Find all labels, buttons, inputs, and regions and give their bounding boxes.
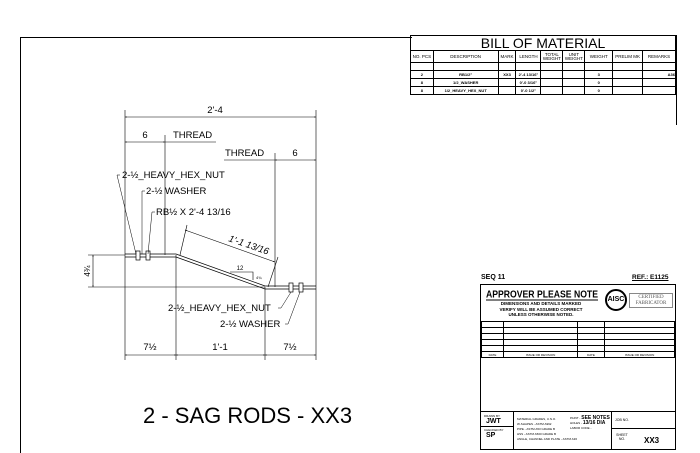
seq-label: SEQ 11 (481, 274, 506, 281)
dim-slope-length: 1'-1 13/16 (227, 233, 271, 257)
rev-header: ISSUE OR REVISION (503, 351, 578, 358)
callout-washer-top: 2-½ WASHER (146, 186, 206, 197)
nut-top-2 (145, 250, 151, 261)
col-total-weight: TOTAL WEIGHT (540, 50, 564, 63)
title-block: APPROVER PLEASE NOTE DIMENSIONS AND DETA… (480, 284, 676, 450)
job-sheet-box: JOB NO. SHEET NO. XX3 (611, 412, 676, 450)
dimension-lines (92, 116, 317, 356)
approver-heading: APPROVER PLEASE NOTE (486, 289, 598, 301)
dim-thread-left: 6 (142, 130, 147, 141)
callout-nut-bottom: 2-½_HEAVY_HEX_NUT (168, 303, 271, 314)
bill-of-material-table: BILL OF MATERIAL NO. PCS DESCRIPTION MAR… (410, 35, 676, 95)
dim-bottom-right: 7½ (283, 342, 296, 353)
holes-value: 13/16 DIA (582, 420, 606, 426)
nut-bottom-2 (298, 282, 304, 293)
thread-label-right: THREAD (225, 148, 264, 159)
sheet-border (20, 37, 412, 38)
material-grades: MATERIAL GRADES, U.N.O. W-SHAPES - ASTM … (517, 417, 578, 442)
approver-heading-box: APPROVER PLEASE NOTE (486, 289, 598, 301)
leaders (116, 174, 301, 325)
checked-by: SP (486, 432, 496, 440)
dim-drop: 4¾ (83, 265, 92, 276)
sheet-border-right (676, 35, 677, 125)
rev-header: DATE (481, 351, 504, 358)
holes-label: HOLES - (570, 421, 583, 425)
job-no-label: JOB NO. (615, 418, 630, 422)
paint-holes: PAINT - SEE NOTES HOLES - 13/16 DIA LABO… (570, 416, 610, 431)
slope-rise: 4¾ (256, 275, 262, 280)
material-line: W-SHAPES - ASTM A992 (517, 422, 552, 426)
callout-rod: RB½ X 2'-4 13/16 (156, 207, 231, 218)
checked-by-label: CHECKED BY (484, 428, 504, 433)
sheet-number: XX3 (644, 436, 660, 445)
thread-label-left: THREAD (173, 130, 212, 141)
cell (562, 86, 586, 95)
approver-line: VERIFY WILL BE ASSUMED CORRECT (499, 306, 583, 312)
rev-header: DATE (577, 351, 605, 358)
material-line: PIPE - ASTM A53 GRADE B (517, 427, 556, 431)
dim-bottom-left: 7½ (143, 342, 156, 353)
divider (480, 411, 676, 412)
callout-washer-bottom: 2-½ WASHER (220, 319, 280, 330)
nut-top-1 (135, 250, 141, 261)
drawing-title: 2 - SAG RODS - XX3 (143, 403, 352, 428)
dim-thread-right: 6 (292, 148, 297, 159)
approver-line: UNLESS OTHERWISE NOTED. (508, 312, 574, 317)
bom-title: BILL OF MATERIAL (410, 35, 676, 51)
rod (125, 250, 316, 293)
material-line: MATERIAL GRADES, U.N.O. (517, 417, 557, 421)
extension-lines (88, 110, 317, 360)
sheet-border-left (20, 37, 21, 453)
paint-label: PAINT - (570, 416, 581, 420)
nut-bottom-1 (288, 282, 294, 293)
paint-value: SEE NOTES (581, 415, 610, 421)
labor-code-label: LABOR CODE - (570, 426, 592, 430)
slope-run: 12 (237, 266, 244, 272)
material-line: HSS - ASTM A500 GRADE B (517, 432, 557, 436)
dim-overall: 2'-4 (207, 105, 223, 116)
ref-label: REF.: E1125 (632, 274, 669, 281)
cell (540, 86, 564, 95)
sheet-label: SHEET NO. (616, 433, 628, 441)
aisc-logo: AISC (605, 289, 627, 311)
bom-header-row: NO. PCS DESCRIPTION MARK LENGTH TOTAL WE… (410, 50, 676, 63)
drawn-by-label: DRAWN BY (484, 414, 501, 418)
rev-header: ISSUE OR REVISION (604, 351, 675, 358)
approver-line: DIMENSIONS AND DETAILS MARKED (500, 301, 582, 306)
drawn-checked-box: DRAWN BY JWT CHECKED BY SP (481, 412, 514, 450)
dim-bottom-mid: 1'-1 (212, 342, 228, 353)
callout-nut-top: 2-½_HEAVY_HEX_NUT (122, 170, 225, 181)
approver-text: DIMENSIONS AND DETAILS MARKED VERIFY WIL… (491, 301, 591, 318)
cell (642, 86, 676, 95)
material-line: ANGLE, CHANNEL AND PLATE - ASTM A36 (517, 437, 578, 441)
cell: 0 (584, 86, 614, 95)
drawn-by: JWT (486, 418, 501, 426)
